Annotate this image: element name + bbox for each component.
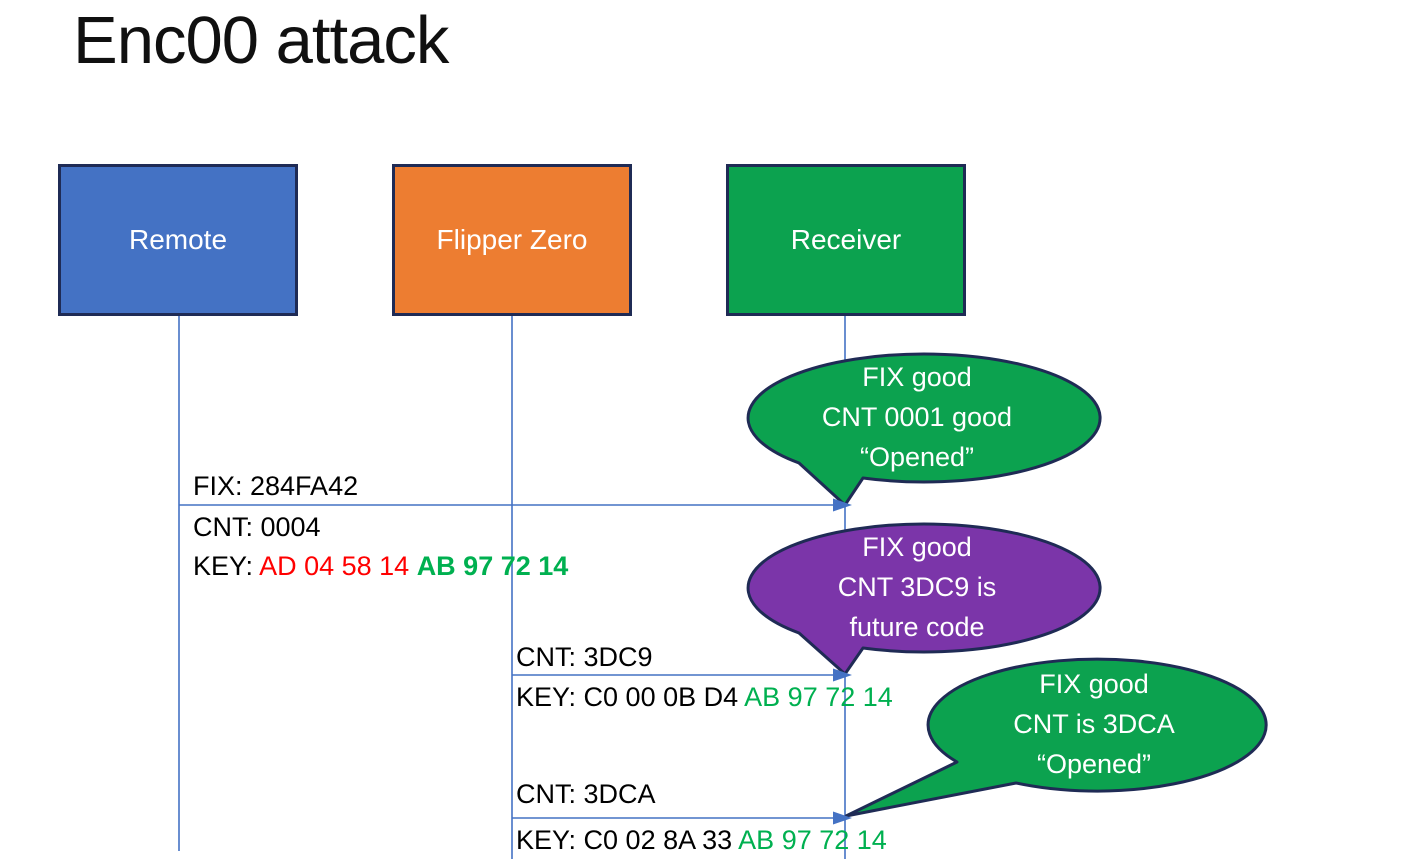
message2-cnt-label: CNT: 3DC9 [516,642,653,672]
message1-key-green-bytes: AB 97 72 14 [416,551,569,581]
actor-label-flipper-zero: Flipper Zero [436,224,588,255]
message3-key-label: KEY: C0 02 8A 33 AB 97 72 14 [516,824,887,856]
callout3-line3: “Opened” [1036,749,1152,779]
message1-key-label: KEY: AD 04 58 14 AB 97 72 14 [193,550,568,582]
message1-fix-label: FIX: 284FA42 [193,471,359,501]
callout2-line3: future code [849,612,985,642]
callout1-text: FIX good CNT 0001 good “Opened” [757,357,1077,477]
message2-key-green-bytes: AB 97 72 14 [744,682,893,712]
message-arrowhead-1 [833,498,852,512]
callout2-line2: CNT 3DC9 is [837,572,997,602]
message3-cnt-label: CNT: 3DCA [516,779,656,809]
callout2-text: FIX good CNT 3DC9 is future code [757,527,1077,647]
actor-box-flipper-zero: Flipper Zero [392,164,632,316]
message2-key-prefix: KEY: C0 00 0B D4 [516,682,745,712]
message-arrowhead-2 [833,668,852,682]
message1-key-prefix: KEY: [193,551,260,581]
callout-bubble-1 [746,352,1102,507]
message2-key-label: KEY: C0 00 0B D4 AB 97 72 14 [516,681,893,713]
message3-key-green-bytes: AB 97 72 14 [738,825,887,855]
actor-label-remote: Remote [128,224,228,255]
callout3-text: FIX good CNT is 3DCA “Opened” [934,664,1254,784]
callout-bubble-3 [844,657,1268,818]
callout2-line1: FIX good [862,532,972,562]
actor-box-receiver: Receiver [726,164,966,316]
callout-bubble-2 [746,522,1102,676]
actor-box-remote: Remote [58,164,298,316]
callout1-line3: “Opened” [859,442,975,472]
actor-label-receiver: Receiver [790,224,902,255]
message-arrowhead-3 [833,811,852,825]
callout1-line1: FIX good [862,362,972,392]
message1-key-red-bytes: AD 04 58 14 [259,551,417,581]
message1-cnt-label: CNT: 0004 [193,512,321,542]
message3-key-prefix: KEY: C0 02 8A 33 [516,825,739,855]
callout3-line2: CNT is 3DCA [1013,709,1175,739]
callout1-line2: CNT 0001 good [821,402,1013,432]
slide-title: Enc00 attack [73,3,449,78]
callout3-line1: FIX good [1039,669,1149,699]
